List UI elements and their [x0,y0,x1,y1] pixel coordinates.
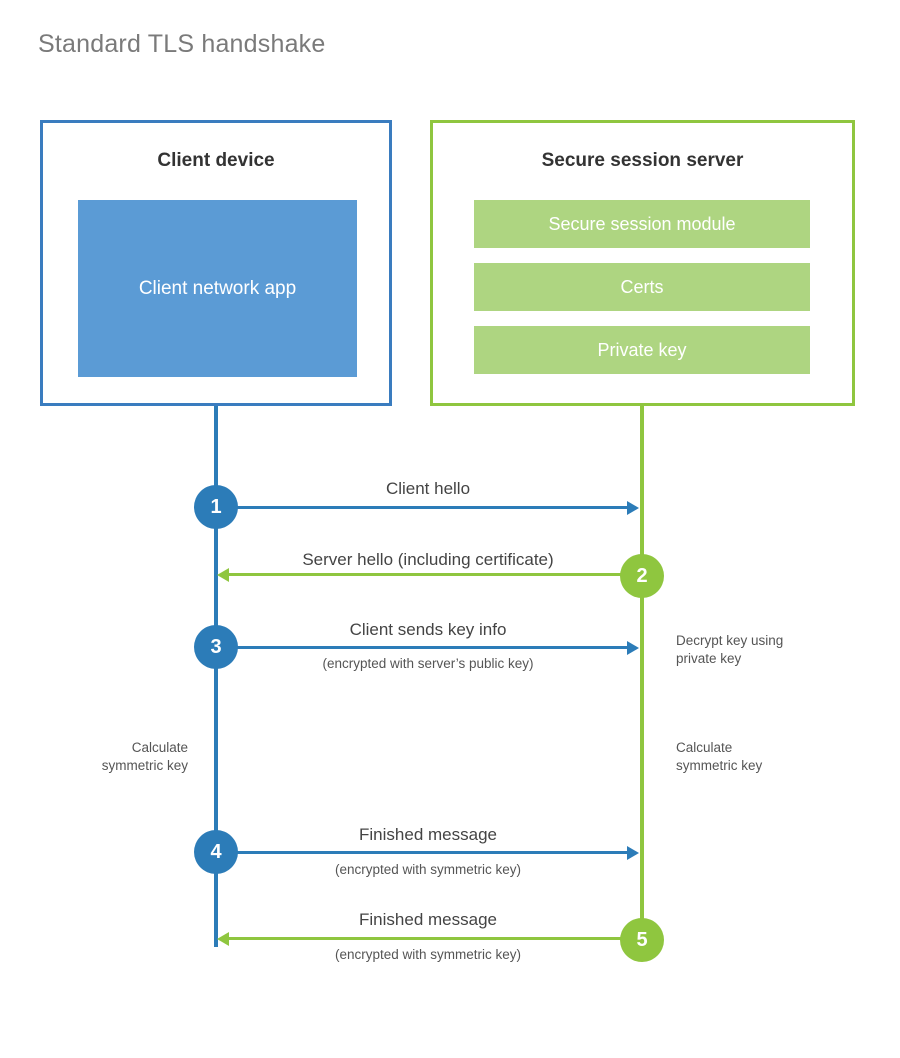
client-lifeline [214,406,218,947]
arrow-head-icon [627,640,639,655]
step-5-badge: 5 [620,918,664,962]
note-calc-right-line-1: Calculate [676,740,733,755]
step-4-label: Finished message [359,825,497,844]
server-component-certs: Certs [474,263,810,311]
step-3-arrow [216,640,639,655]
step-1-badge: 1 [194,485,238,529]
step-2-badge: 2 [620,554,664,598]
step-5-sublabel: (encrypted with symmetric key) [334,947,522,962]
client-device-heading: Client device [157,150,275,171]
step-2-label: Server hello (including certificate) [302,550,554,569]
arrow-head-icon [627,500,639,515]
server-lifeline [640,406,644,940]
client-network-app-box: Client network app [78,200,357,377]
step-3-label: Client sends key info [349,620,507,639]
page-title: Standard TLS handshake [38,30,326,58]
server-component-secure-session-module: Secure session module [474,200,810,248]
step-4-badge: 4 [194,830,238,874]
secure-session-server-heading: Secure session server [541,150,744,171]
arrow-head-icon [627,845,639,860]
arrow-head-icon [217,567,229,582]
note-decrypt-key-line-1: Decrypt key using [676,633,784,648]
note-calc-left-line-2: symmetric key [101,758,188,774]
arrow-head-icon [217,931,229,946]
step-3-badge: 3 [194,625,238,669]
note-calc-left-line-1: Calculate [131,740,188,755]
note-calculate-symmetric-key-client: Calculate symmetric key [20,739,188,775]
step-1-arrow [216,500,639,515]
step-2-arrow [217,567,640,582]
secure-session-server-panel: Secure session server Secure session mod… [430,120,855,406]
step-4-sublabel: (encrypted with symmetric key) [334,862,522,877]
step-4-arrow [216,845,639,860]
note-calculate-symmetric-key-server: Calculate symmetric key [676,739,856,775]
note-calc-right-line-2: symmetric key [676,758,763,774]
step-1-label: Client hello [385,479,471,498]
step-3-sublabel: (encrypted with server’s public key) [322,656,534,671]
step-5-arrow [217,931,640,946]
note-decrypt-key-line-2: private key [676,651,742,667]
note-decrypt-key: Decrypt key using private key [676,632,856,668]
server-component-private-key: Private key [474,326,810,374]
step-5-label: Finished message [359,910,497,929]
client-device-panel: Client device Client network app [40,120,392,406]
